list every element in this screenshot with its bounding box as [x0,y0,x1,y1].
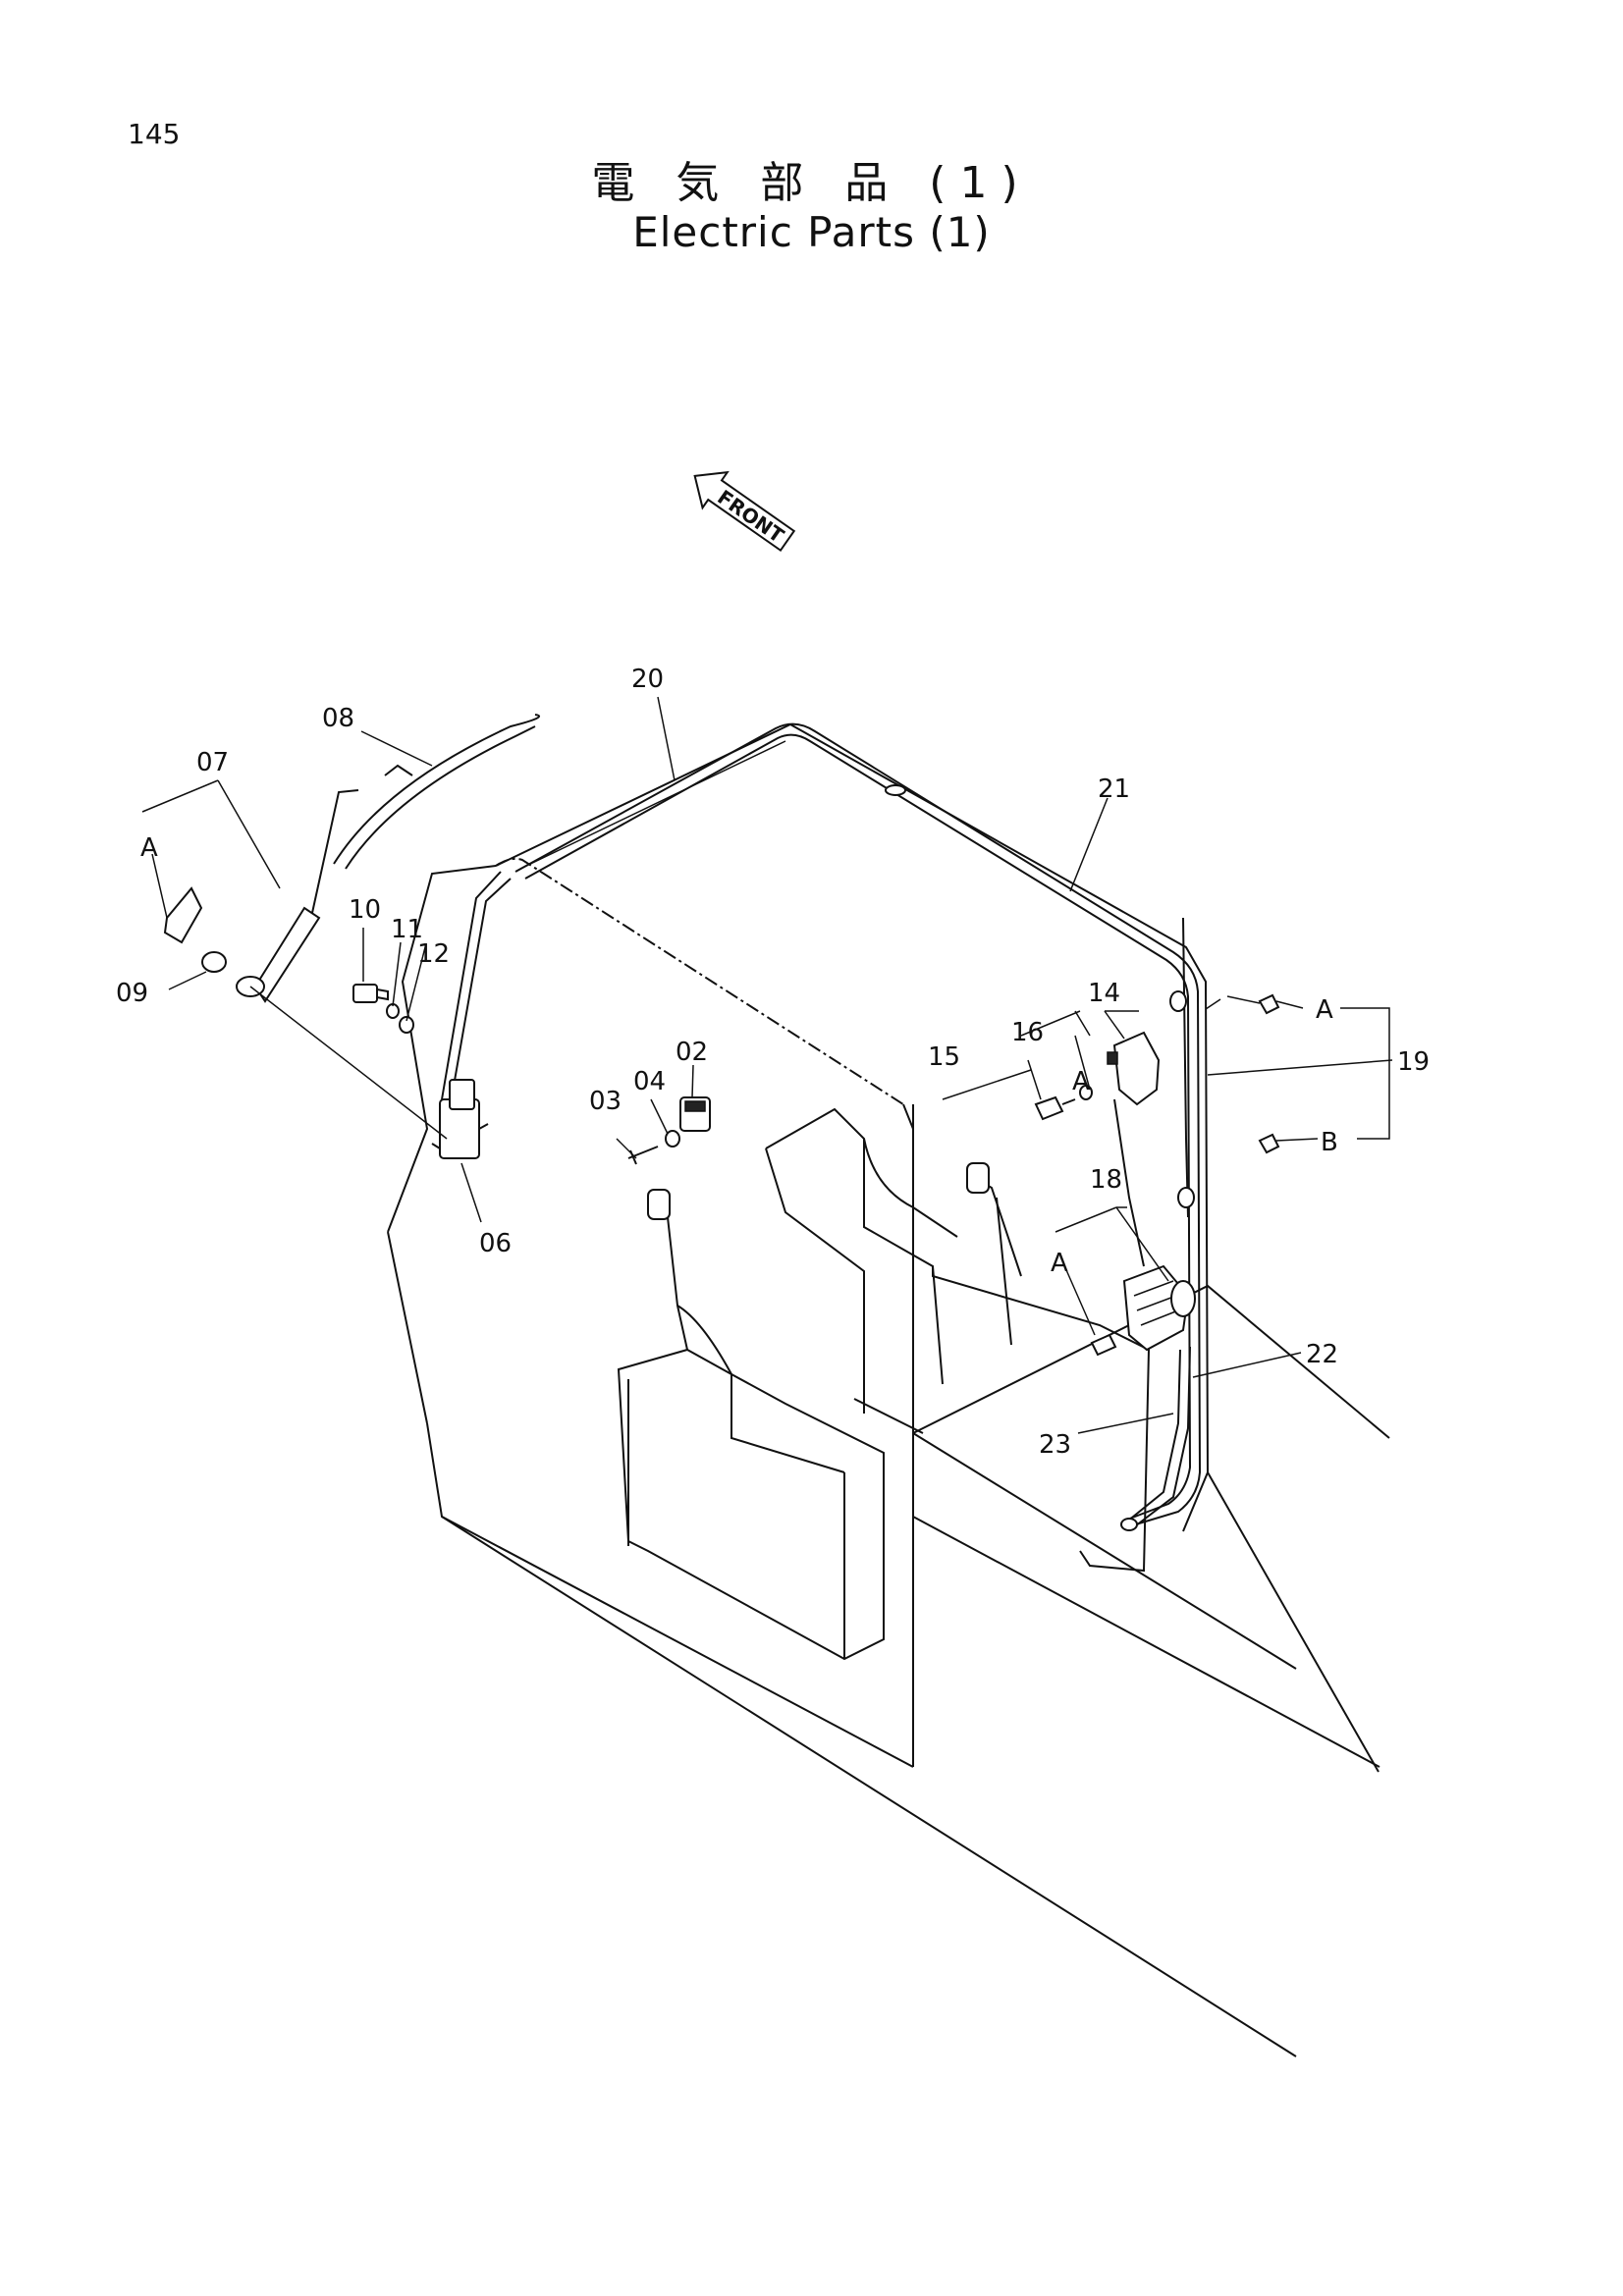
wiper-assembly [163,714,541,1003]
wiring-harness [441,722,1202,1527]
front-arrow-icon: FRONT [693,470,796,553]
callout-11: 11 [391,915,423,944]
callouts: 20 08 07 A 09 10 11 12 06 02 03 04 21 14… [116,665,1430,1460]
callout-10: 10 [349,895,381,925]
cab-outline [387,722,1390,2057]
callout-22: 22 [1306,1340,1338,1369]
leader-lines [141,696,1393,1434]
fasteners-10-12 [352,984,414,1034]
callout-19-a: A [1316,995,1333,1025]
callout-08: 08 [322,704,354,733]
left-console [617,1189,885,1661]
right-console [765,1107,1151,1573]
callout-12: 12 [417,939,450,969]
callout-14: 14 [1088,979,1120,1008]
callout-02: 02 [676,1038,708,1067]
callout-20: 20 [631,665,664,694]
front-arrow-label: FRONT [713,485,788,548]
callout-09: 09 [116,979,148,1008]
callout-19: 19 [1397,1047,1430,1077]
callout-04: 04 [633,1067,666,1096]
callout-18-a: A [1051,1249,1068,1278]
callout-19-b: B [1321,1128,1338,1157]
work-light-assembly [1090,1264,1196,1357]
title-english: Electric Parts (1) [632,208,991,256]
cap-09 [201,951,227,973]
callout-16: 16 [1011,1018,1044,1047]
callout-06: 06 [479,1229,512,1258]
callout-23: 23 [1039,1430,1071,1460]
callout-07: 07 [196,748,229,777]
callout-07-a: A [140,833,158,863]
harness-19 [1113,917,1280,1267]
cover-a [163,886,203,944]
harness-22-23 [1120,1346,1191,1531]
title-japanese: 電 気 部 品 (1) [591,158,1032,208]
wiper-motor [431,1079,489,1159]
callout-14-a: A [1072,1067,1090,1096]
callout-18: 18 [1090,1165,1122,1195]
callout-21: 21 [1098,774,1130,804]
callout-03: 03 [589,1087,622,1116]
page-number: 145 [128,118,181,150]
callout-15: 15 [928,1042,960,1072]
switch-assembly [627,1096,711,1165]
room-light-assembly [1034,1031,1161,1121]
